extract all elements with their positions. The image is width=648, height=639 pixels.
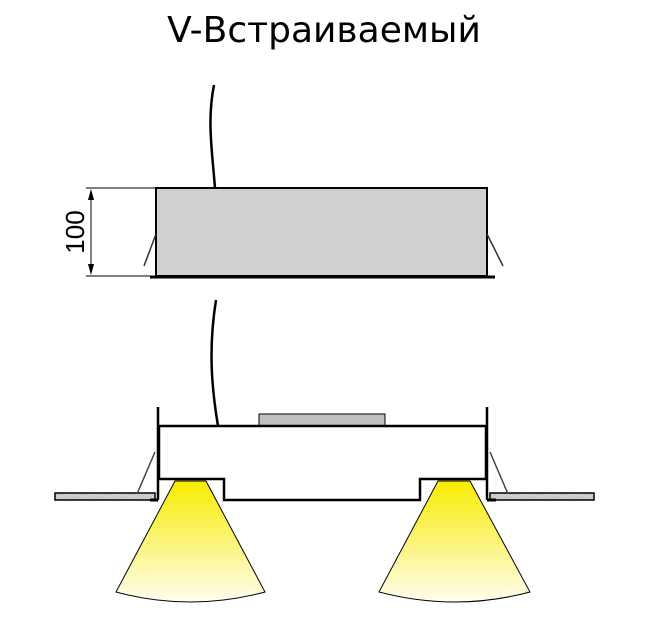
spring-clip-left xyxy=(143,233,157,267)
spring-clip-right xyxy=(486,233,504,267)
dimension-label: 100 xyxy=(60,210,90,253)
spring-clip-right xyxy=(489,451,509,495)
wire-top xyxy=(209,84,217,189)
diagram-title: V-Встраиваемый xyxy=(167,10,481,51)
profile-side-view xyxy=(86,84,504,279)
driver-box xyxy=(258,413,386,427)
light-beam-right xyxy=(378,480,531,603)
wire-bottom xyxy=(210,299,220,427)
housing-profile xyxy=(155,187,488,277)
ceiling-left xyxy=(54,492,156,501)
ceiling-right xyxy=(489,492,595,501)
installed-section-view xyxy=(54,299,595,603)
light-beam-left xyxy=(115,480,266,603)
dimension-height xyxy=(86,187,156,277)
spring-clip-left xyxy=(136,451,156,495)
